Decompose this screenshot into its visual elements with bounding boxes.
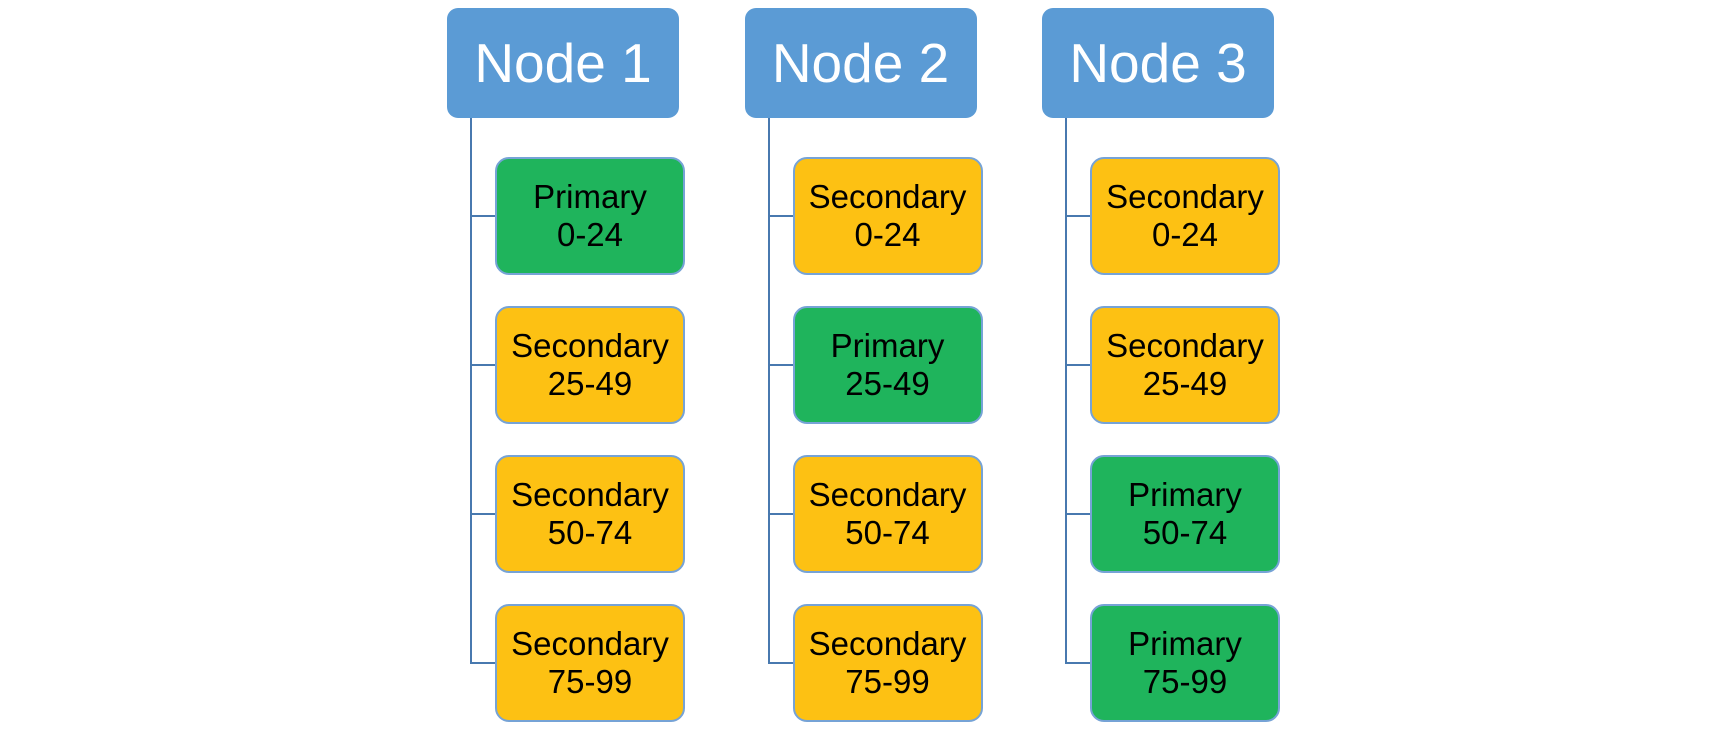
connector-line-elbow (767, 513, 793, 515)
connector-line-elbow (1065, 215, 1090, 217)
shard-role-label: Secondary (808, 177, 967, 215)
node-header: Node 3 (1042, 8, 1274, 118)
shard-range-label: 0-24 (556, 216, 624, 253)
connector-line-elbow (470, 364, 495, 366)
shard-role-label: Secondary (511, 624, 669, 662)
shard-range-label: 25-49 (547, 365, 633, 402)
connector-line-elbow (470, 215, 495, 217)
connector-line-elbow (1065, 364, 1090, 366)
node-header: Node 1 (447, 8, 679, 118)
shard-role-label: Primary (1128, 475, 1242, 513)
connector-line-vertical (767, 118, 770, 663)
shard-range-label: 75-99 (845, 663, 930, 700)
connector-line-elbow (767, 662, 793, 664)
shard-range-label: 0-24 (1151, 216, 1219, 253)
connector-line-elbow (1065, 662, 1090, 664)
connector-line-elbow (767, 364, 793, 366)
shard-role-label: Primary (533, 177, 647, 215)
shard-role-label: Secondary (808, 624, 967, 662)
shard-role-label: Secondary (1106, 177, 1264, 215)
shard-role-label: Primary (830, 326, 945, 364)
shard-role-label: Secondary (808, 475, 967, 513)
connector-line-elbow (1065, 513, 1090, 515)
connector-line-elbow (470, 662, 495, 664)
node-header: Node 2 (744, 8, 977, 118)
shard-role-label: Secondary (1106, 326, 1264, 364)
shard-range-label: 50-74 (845, 514, 930, 551)
shard-role-label: Primary (1128, 624, 1242, 662)
shard-range-label: 75-99 (1142, 663, 1228, 700)
node-title: Node 2 (771, 32, 950, 94)
node-title: Node 1 (474, 32, 652, 94)
shard-range-label: 50-74 (547, 514, 633, 551)
shard-range-label: 50-74 (1142, 514, 1228, 551)
connector-line-vertical (470, 118, 472, 663)
shard-range-label: 25-49 (845, 365, 930, 402)
shard-role-label: Secondary (511, 326, 669, 364)
shard-range-label: 75-99 (547, 663, 633, 700)
shard-range-label: 25-49 (1142, 365, 1228, 402)
shard-range-label: 0-24 (854, 216, 921, 253)
connector-line-elbow (470, 513, 495, 515)
shard-role-label: Secondary (511, 475, 669, 513)
node-title: Node 3 (1069, 32, 1247, 94)
connector-line-vertical (1065, 118, 1067, 663)
connector-line-elbow (767, 215, 793, 217)
